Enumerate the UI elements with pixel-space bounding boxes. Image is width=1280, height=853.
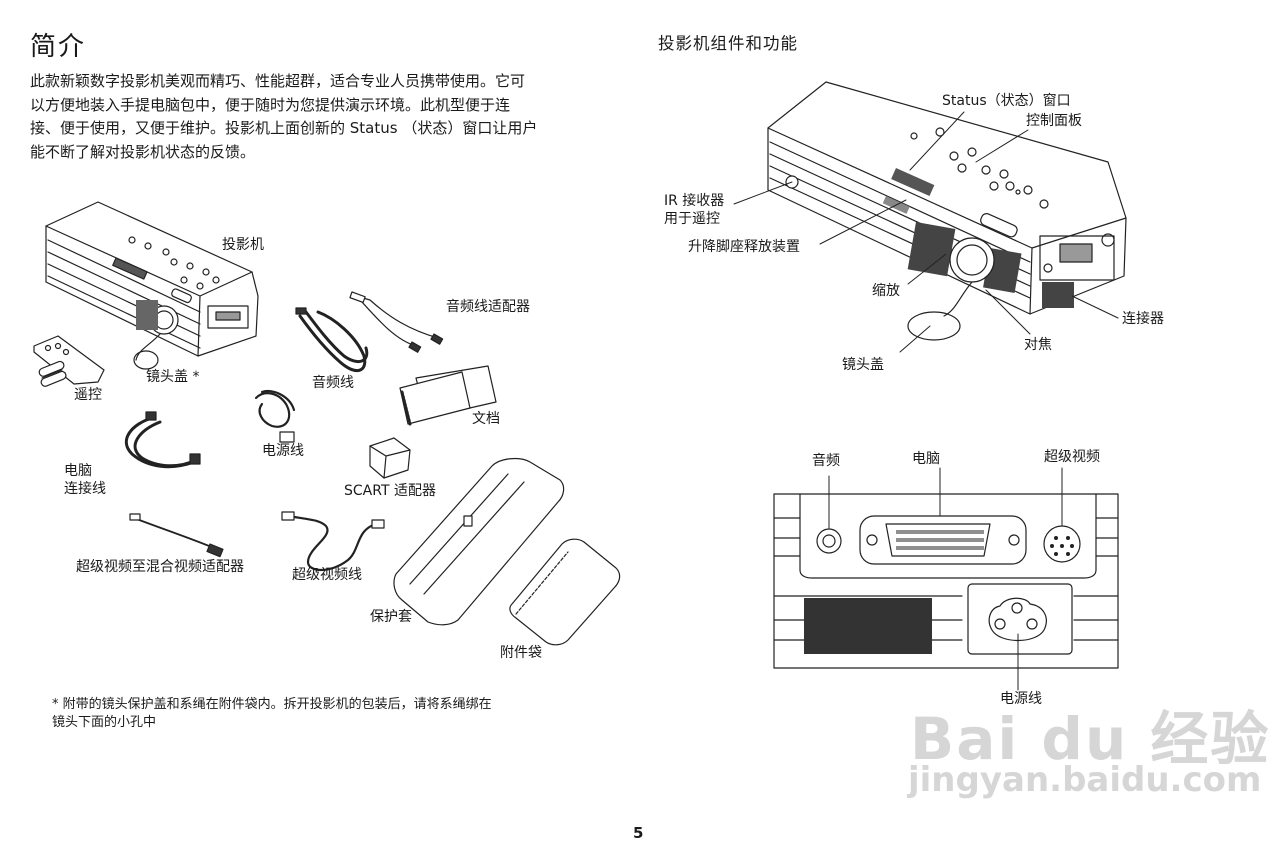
- label-computer-cable: 电脑 连接线: [64, 463, 106, 497]
- documentation-illustration: [399, 365, 497, 426]
- power-cord-illustration: [254, 389, 296, 443]
- callout-lines: [733, 111, 1119, 353]
- svideo-composite-adapter-illustration: [129, 513, 224, 558]
- label-accessory-bag: 附件袋: [500, 645, 542, 661]
- audio-adapter-illustration: [349, 291, 444, 353]
- watermark-url: jingyan.baidu.com: [908, 760, 1262, 800]
- callout-focus: 对焦: [1024, 337, 1052, 353]
- remote-illustration: [33, 335, 105, 387]
- label-power-cord: 电源线: [262, 443, 304, 459]
- label-soft-case: 保护套: [370, 609, 412, 625]
- label-lens-cap: 镜头盖 *: [146, 369, 200, 385]
- callout-elevator-release: 升降脚座释放装置: [688, 239, 800, 255]
- audio-cable-illustration: [295, 307, 369, 372]
- intro-line: 接、便于使用，又便于维护。投影机上面创新的 Status （状态）窗口让用户: [30, 119, 538, 137]
- accessory-bag-illustration: [509, 538, 621, 646]
- callout-connectors: 连接器: [1122, 311, 1164, 327]
- label-svideo-cable: 超级视频线: [292, 567, 362, 583]
- label-scart-adapter: SCART 适配器: [344, 483, 436, 499]
- panel-label-audio: 音频: [812, 453, 840, 469]
- label-projector: 投影机: [222, 237, 264, 253]
- footnote: * 附带的镜头保护盖和系绳在附件袋内。拆开投影机的包装后，请将系绳绑在 镜头下面…: [52, 697, 492, 730]
- intro-line: 能不断了解对投影机状态的反馈。: [30, 142, 256, 161]
- callout-ir-receiver: IR 接收器 用于遥控: [664, 193, 725, 227]
- callout-zoom: 缩放: [872, 283, 900, 299]
- page-title: 简介: [30, 32, 87, 62]
- panel-label-computer: 电脑: [912, 451, 940, 467]
- intro-line: 此款新颖数字投影机美观而精巧、性能超群，适合专业人员携带使用。它可: [30, 72, 526, 90]
- intro-line: 以方便地装入手提电脑包中，便于随时为您提供演示环境。此机型便于连: [30, 95, 511, 114]
- panel-label-power: 电源线: [1000, 691, 1042, 707]
- panel-label-svideo: 超级视频: [1044, 449, 1100, 465]
- connector-panel-illustration: [773, 467, 1119, 691]
- scart-adapter-illustration: [369, 437, 411, 479]
- label-audio-adapter: 音频线适配器: [446, 299, 530, 315]
- callout-control-panel: 控制面板: [1026, 113, 1082, 129]
- label-svideo-composite-adapter: 超级视频至混合视频适配器: [76, 559, 244, 575]
- projector-illustration: [45, 201, 259, 370]
- label-documentation: 文档: [472, 411, 500, 427]
- label-audio-cable: 音频线: [312, 375, 354, 391]
- intro-paragraph: 此款新颖数字投影机美观而精巧、性能超群，适合专业人员携带使用。它可 以方便地装入…: [30, 70, 620, 164]
- svideo-cable-illustration: [281, 511, 385, 572]
- callout-lens-cap: 镜头盖: [842, 357, 884, 373]
- watermark-logo: Bai du 经验: [910, 705, 1271, 773]
- soft-case-illustration: [393, 457, 565, 626]
- label-remote: 遥控: [74, 387, 102, 403]
- callout-status-window: Status（状态）窗口: [942, 93, 1071, 109]
- section-title: 投影机组件和功能: [658, 34, 798, 53]
- projector-components-illustration: [767, 81, 1127, 341]
- computer-cable-illustration: [124, 411, 201, 469]
- page-number: 5: [633, 824, 644, 842]
